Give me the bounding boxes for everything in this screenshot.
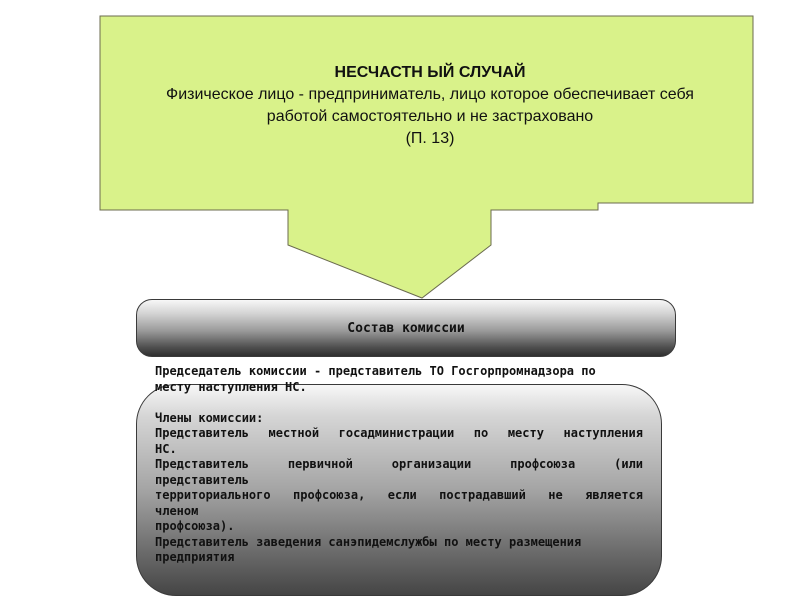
rep-local-line-2: НС. [155, 441, 177, 456]
rep-union-line-5: профсоюза). [155, 519, 235, 533]
rep-sanitary-line-1: Представитель заведения санэпидемслужбы … [155, 534, 582, 549]
rep-union-line-1: Представитель первичной организации проф… [155, 457, 643, 471]
case-title: НЕСЧАСТН ЫЙ СЛУЧАЙ [334, 64, 526, 81]
case-box: НЕСЧАСТН ЫЙ СЛУЧАЙ Физическое лицо - пре… [100, 62, 760, 150]
rep-union-line-4: членом [155, 503, 199, 518]
rep-local-line-1: Представитель местной госадминистрации п… [155, 426, 643, 440]
members-heading: Члены комиссии: [155, 410, 264, 425]
case-line-2: работой самостоятельно и не застраховано [266, 108, 594, 125]
chairman-line-1: Председатель комиссии - представитель ТО… [155, 364, 596, 378]
rep-union-line-2: представитель [155, 472, 249, 487]
case-arrow [99, 15, 754, 299]
rep-union-line-3: территориального профсоюза, если пострад… [155, 488, 643, 502]
rep-sanitary-line-2: предприятия [155, 550, 235, 564]
members-list: Председатель комиссии - представитель ТО… [155, 364, 643, 566]
committee-header: Состав комиссии [136, 299, 676, 357]
committee-label: Состав комиссии [347, 320, 465, 336]
members-box [136, 384, 662, 596]
chairman-line-2: месту наступления НС. [155, 379, 307, 394]
case-line-1: Физическое лицо - предприниматель, лицо … [166, 86, 694, 103]
case-line-3: (П. 13) [405, 130, 455, 147]
